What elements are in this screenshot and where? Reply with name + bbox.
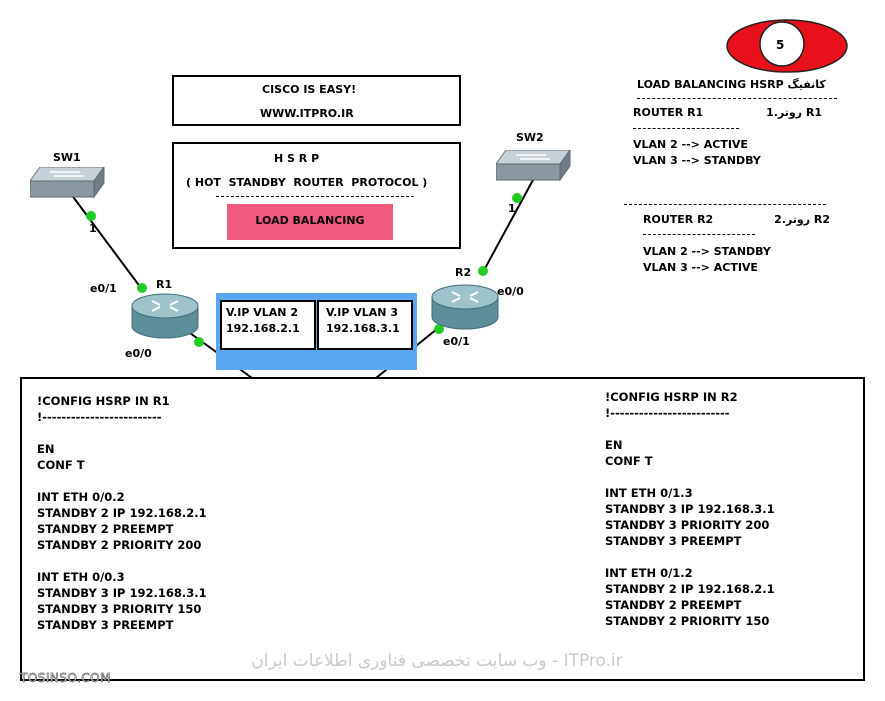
config-r1-line xyxy=(37,473,207,489)
config-r1: !CONFIG HSRP IN R1 !--------------------… xyxy=(37,393,207,633)
config-r1-line: STANDBY 2 PRIORITY 200 xyxy=(37,538,202,552)
notes-divider-2 xyxy=(633,128,739,129)
config-r1-line: STANDBY 3 PREEMPT xyxy=(37,618,174,632)
router-r2-icon xyxy=(431,284,499,330)
sw2-label: SW2 xyxy=(516,131,544,144)
badge-number: 5 xyxy=(776,38,785,52)
virtual-ip-panel: V.IP VLAN 2 192.168.2.1 V.IP VLAN 3 192.… xyxy=(216,293,417,370)
vip-vlan3-ip: 192.168.3.1 xyxy=(326,322,400,335)
config-r2-line: STANDBY 3 IP 192.168.3.1 xyxy=(605,502,775,516)
link-dot-r1-e00 xyxy=(194,337,204,347)
link-dot-r2-e01 xyxy=(434,324,444,334)
number-badge xyxy=(726,19,848,73)
vip-vlan2-title: V.IP VLAN 2 xyxy=(226,306,298,319)
notes-r1-fa: R1 روتر.1 xyxy=(766,106,822,119)
r1-e00-label: e0/0 xyxy=(125,347,152,360)
config-r2-line xyxy=(605,421,775,437)
config-r1-line: STANDBY 3 PRIORITY 150 xyxy=(37,602,202,616)
hsrp-subtitle: ( HOT STANDBY ROUTER PROTOCOL ) xyxy=(186,176,428,189)
switch-sw2-icon xyxy=(496,150,571,182)
config-r2-line: STANDBY 3 PRIORITY 200 xyxy=(605,518,770,532)
config-box: !CONFIG HSRP IN R1 !--------------------… xyxy=(20,377,865,681)
config-r1-line: STANDBY 2 PREEMPT xyxy=(37,522,174,536)
config-r1-line: CONF T xyxy=(37,458,85,472)
r1-label: R1 xyxy=(156,278,173,291)
notes-r2-label: ROUTER R2 xyxy=(643,213,714,226)
config-r1-line xyxy=(37,425,207,441)
notes-r2-line-1: VLAN 2 --> STANDBY xyxy=(643,245,771,258)
notes-r1-label: ROUTER R1 xyxy=(633,106,704,119)
hsrp-box: H S R P ( HOT STANDBY ROUTER PROTOCOL ) … xyxy=(172,142,461,249)
link-dot-r1-e01 xyxy=(137,283,147,293)
notes-divider-1 xyxy=(637,98,837,99)
link-dot-sw1 xyxy=(86,211,96,221)
config-r1-line xyxy=(37,553,207,569)
title-line-2: WWW.ITPRO.IR xyxy=(260,107,354,120)
sw1-label: SW1 xyxy=(53,151,81,164)
r2-label: R2 xyxy=(455,266,472,279)
notes-r1-line-2: VLAN 3 --> STANDBY xyxy=(633,154,761,167)
config-r2: !CONFIG HSRP IN R2 !--------------------… xyxy=(605,389,775,629)
r2-e01-label: e0/1 xyxy=(443,335,470,348)
config-r2-line: STANDBY 2 PREEMPT xyxy=(605,598,742,612)
vip-vlan3-title: V.IP VLAN 3 xyxy=(326,306,398,319)
r2-e00-label: e0/0 xyxy=(497,285,524,298)
config-r2-line: STANDBY 3 PREEMPT xyxy=(605,534,742,548)
vip-vlan3-box: V.IP VLAN 3 192.168.3.1 xyxy=(317,300,413,350)
config-r2-line: INT ETH 0/1.3 xyxy=(605,486,693,500)
link-dot-sw2 xyxy=(512,193,522,203)
config-r2-line xyxy=(605,549,775,565)
load-balancing-button[interactable]: LOAD BALANCING xyxy=(227,204,393,240)
config-r1-line: INT ETH 0/0.3 xyxy=(37,570,125,584)
link-sw2-r2 xyxy=(482,179,534,273)
config-r2-line: STANDBY 2 PRIORITY 150 xyxy=(605,614,770,628)
link-dot-r2-e00 xyxy=(478,266,488,276)
switch-sw1-icon xyxy=(30,167,105,199)
notes-r2-fa: R2 روتر.2 xyxy=(774,213,830,226)
link-sw1-r1 xyxy=(67,189,142,289)
title-line-1: CISCO IS EASY! xyxy=(262,83,357,96)
notes-title: LOAD BALANCING HSRP کانفیگ xyxy=(637,78,826,91)
config-r1-line: !------------------------- xyxy=(37,410,162,424)
r1-e01-label: e0/1 xyxy=(90,282,117,295)
config-r1-line: STANDBY 3 IP 192.168.3.1 xyxy=(37,586,207,600)
hsrp-divider xyxy=(216,196,414,197)
config-r2-line: STANDBY 2 IP 192.168.2.1 xyxy=(605,582,775,596)
notes-r1-line-1: VLAN 2 --> ACTIVE xyxy=(633,138,748,151)
notes-divider-3 xyxy=(624,204,826,205)
config-r1-line: STANDBY 2 IP 192.168.2.1 xyxy=(37,506,207,520)
vip-vlan2-ip: 192.168.2.1 xyxy=(226,322,300,335)
sw2-port-label: 1 xyxy=(508,202,516,215)
hsrp-title: H S R P xyxy=(274,152,320,165)
title-box: CISCO IS EASY! WWW.ITPRO.IR xyxy=(172,75,461,126)
config-r2-line: !------------------------- xyxy=(605,406,730,420)
notes-divider-4 xyxy=(643,234,755,235)
config-r2-line: CONF T xyxy=(605,454,653,468)
config-r1-line: !CONFIG HSRP IN R1 xyxy=(37,394,170,408)
config-r2-line: INT ETH 0/1.2 xyxy=(605,566,693,580)
notes-r2-line-2: VLAN 3 --> ACTIVE xyxy=(643,261,758,274)
config-r1-line: EN xyxy=(37,442,55,456)
config-r2-line: EN xyxy=(605,438,623,452)
watermark-left: TOSINSO.COM xyxy=(20,671,111,686)
sw1-port-label: 1 xyxy=(89,222,97,235)
watermark-persian: ITPro.ir - وب سایت تخصصی فناوری اطلاعات … xyxy=(251,651,623,671)
config-r1-line: INT ETH 0/0.2 xyxy=(37,490,125,504)
router-r1-icon xyxy=(131,293,199,339)
vip-vlan2-box: V.IP VLAN 2 192.168.2.1 xyxy=(220,300,316,350)
config-r2-line: !CONFIG HSRP IN R2 xyxy=(605,390,738,404)
config-r2-line xyxy=(605,469,775,485)
